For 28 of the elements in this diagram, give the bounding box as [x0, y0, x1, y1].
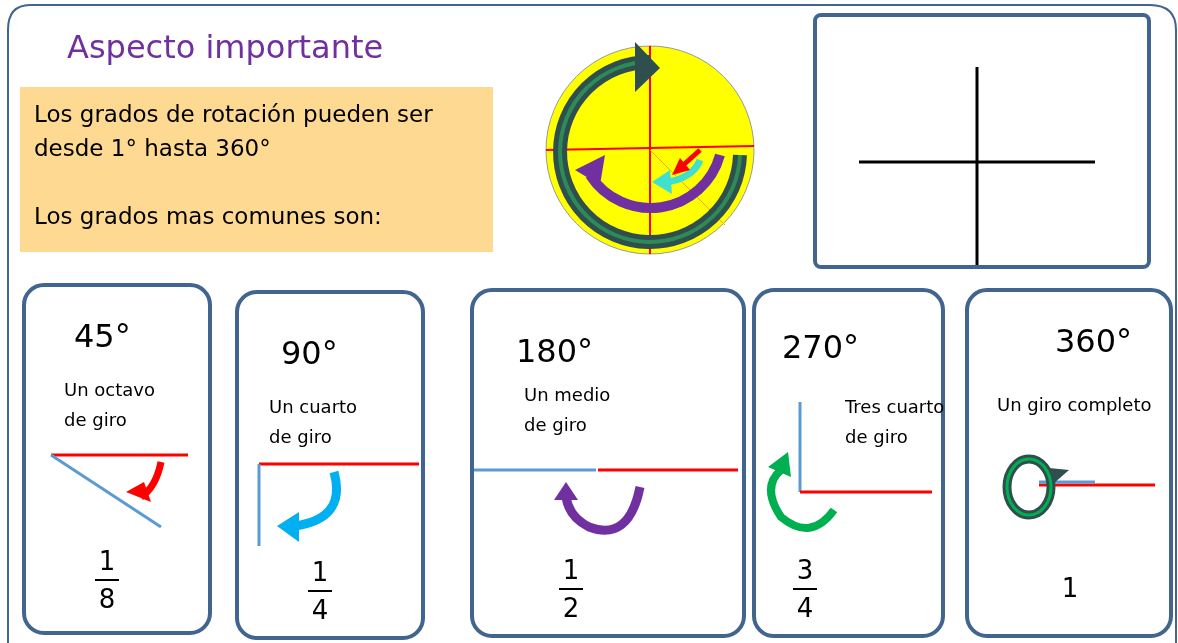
rotation-card — [235, 290, 425, 640]
denominator: 4 — [795, 592, 815, 624]
rotation-card — [965, 288, 1173, 638]
numerator: 3 — [795, 554, 815, 586]
note-text: Los grados mas comunes son: — [34, 202, 383, 231]
denominator: 8 — [97, 583, 117, 615]
drawing-frame — [813, 13, 1151, 269]
heading: Aspecto importante — [67, 28, 384, 66]
numerator: 1 — [97, 545, 117, 577]
number: 1 — [1060, 572, 1080, 604]
degree-value: 90° — [281, 334, 338, 372]
denominator: 4 — [310, 594, 330, 626]
rotation-description: Un octavo de giro — [64, 378, 156, 432]
numerator: 1 — [310, 556, 330, 588]
degree-value: 180° — [516, 332, 594, 370]
rotation-card — [470, 288, 746, 638]
note-text: Los grados de rotación pueden ser desde 1° hasta 360° — [34, 100, 434, 163]
rotation-card — [22, 283, 212, 635]
degree-value: 270° — [782, 328, 860, 366]
note-box — [20, 87, 493, 252]
rotation-description: Un cuarto de giro — [269, 395, 359, 449]
rotation-card — [752, 288, 945, 638]
rotation-description: Un medio de giro — [524, 383, 612, 437]
degree-value: 45° — [74, 317, 131, 355]
degree-value: 360° — [1055, 322, 1133, 360]
numerator: 1 — [561, 554, 581, 586]
rotation-description: Un giro completo — [997, 393, 1153, 417]
denominator: 2 — [561, 592, 581, 624]
